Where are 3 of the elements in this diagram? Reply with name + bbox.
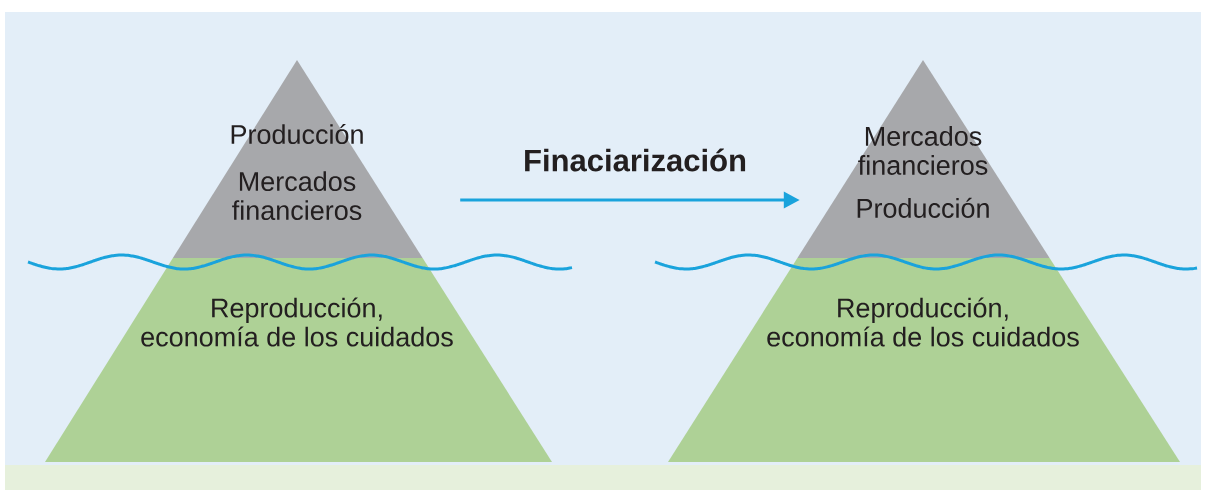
iceberg-base: Reproducción, economía de los cuidados bbox=[45, 258, 552, 462]
iceberg-base: Reproducción, economía de los cuidados bbox=[668, 258, 1180, 462]
edge-label: Finaciarización bbox=[525, 148, 746, 172]
